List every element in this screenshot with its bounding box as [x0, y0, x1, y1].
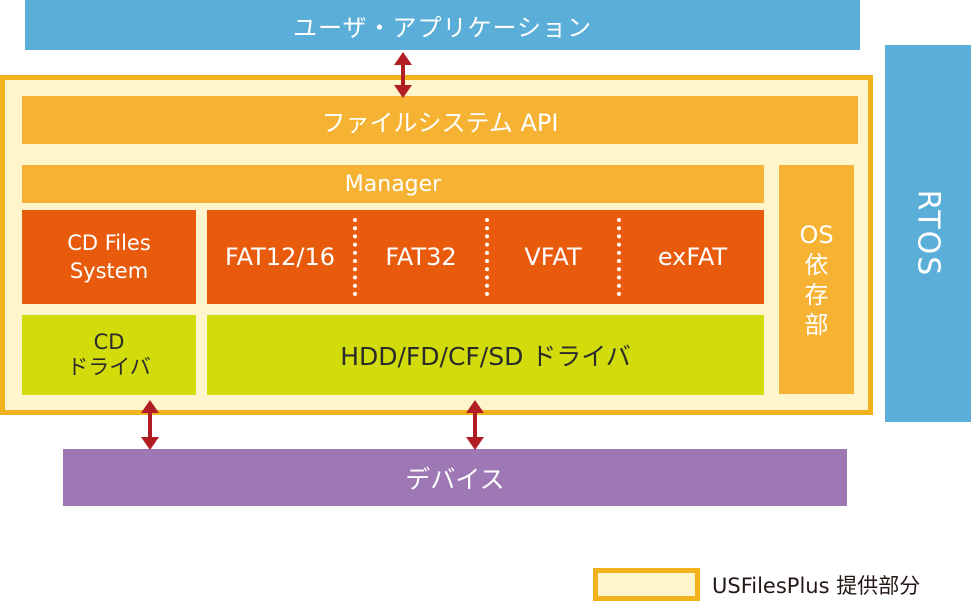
- manager-label: Manager: [344, 171, 442, 197]
- fat-type-fat32: FAT32: [385, 243, 457, 271]
- fat-filesystems-block: FAT12/16 FAT32 VFAT exFAT: [207, 210, 764, 304]
- user-application-block: ユーザ・アプリケーション: [25, 0, 860, 50]
- cd-driver-block: CD ドライバ: [22, 315, 196, 395]
- user-application-label: ユーザ・アプリケーション: [292, 13, 593, 42]
- fat-type-vfat: VFAT: [524, 243, 582, 271]
- cd-files-system-block: CD Files System: [22, 210, 196, 304]
- cd-files-system-line2: System: [69, 259, 149, 283]
- fat-type-exfat: exFAT: [657, 243, 728, 271]
- os-dependent-char: OS: [799, 220, 834, 249]
- os-dependent-block: OS 依 存 部: [779, 165, 854, 394]
- rtos-block: RTOS: [885, 45, 971, 422]
- filesystem-api-label: ファイルシステム API: [321, 108, 559, 137]
- os-dependent-char: 部: [804, 310, 829, 339]
- fat-separator: [485, 218, 489, 296]
- fat-type-fat12-16: FAT12/16: [225, 243, 335, 271]
- arrow-cd-driver-to-device: [141, 400, 159, 450]
- storage-driver-label: HDD/FD/CF/SD ドライバ: [340, 342, 631, 371]
- rtos-label: RTOS: [910, 189, 946, 278]
- manager-block: Manager: [22, 165, 764, 203]
- os-dependent-char: 依: [804, 250, 829, 279]
- arrow-storage-driver-to-device: [466, 400, 484, 450]
- cd-driver-line2: ドライバ: [67, 355, 151, 379]
- legend-swatch: [593, 568, 700, 601]
- device-block: デバイス: [63, 449, 847, 506]
- filesystem-api-block: ファイルシステム API: [22, 96, 858, 144]
- device-label: デバイス: [405, 464, 505, 494]
- fat-separator: [617, 218, 621, 296]
- os-dependent-char: 存: [804, 280, 829, 309]
- fat-separator: [353, 218, 357, 296]
- cd-driver-line1: CD: [93, 329, 125, 354]
- storage-driver-block: HDD/FD/CF/SD ドライバ: [207, 315, 764, 395]
- cd-files-system-line1: CD Files: [67, 230, 151, 255]
- legend-label: USFilesPlus 提供部分: [712, 574, 921, 598]
- arrow-app-to-api: [394, 52, 412, 98]
